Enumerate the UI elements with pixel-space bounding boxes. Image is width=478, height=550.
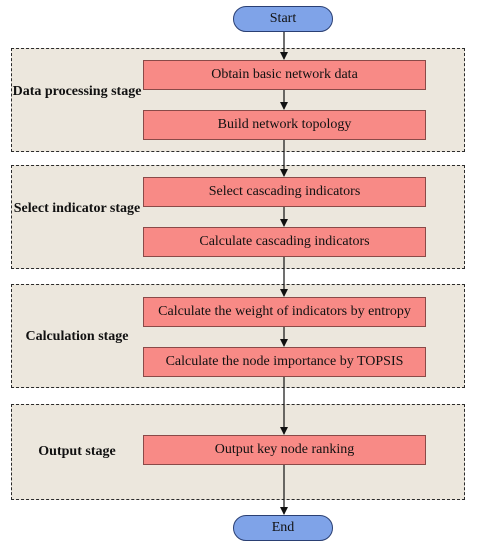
step-select-indicators: Select cascading indicators	[143, 177, 426, 207]
end-terminal: End	[233, 515, 333, 541]
stage-label-output: Output stage	[38, 444, 116, 459]
step-importance-by-topsis: Calculate the node importance by TOPSIS	[143, 347, 426, 377]
stage-label-data-processing: Data processing stage	[12, 84, 142, 99]
step-build-topology: Build network topology	[143, 110, 426, 140]
step-output-ranking: Output key node ranking	[143, 435, 426, 465]
step-weight-by-entropy: Calculate the weight of indicators by en…	[143, 297, 426, 327]
start-terminal: Start	[233, 6, 333, 32]
step-calculate-indicators: Calculate cascading indicators	[143, 227, 426, 257]
stage-label-calculation: Calculation stage	[25, 329, 129, 344]
stage-label-select-indicator: Select indicator stage	[13, 201, 141, 216]
step-obtain-network-data: Obtain basic network data	[143, 60, 426, 90]
